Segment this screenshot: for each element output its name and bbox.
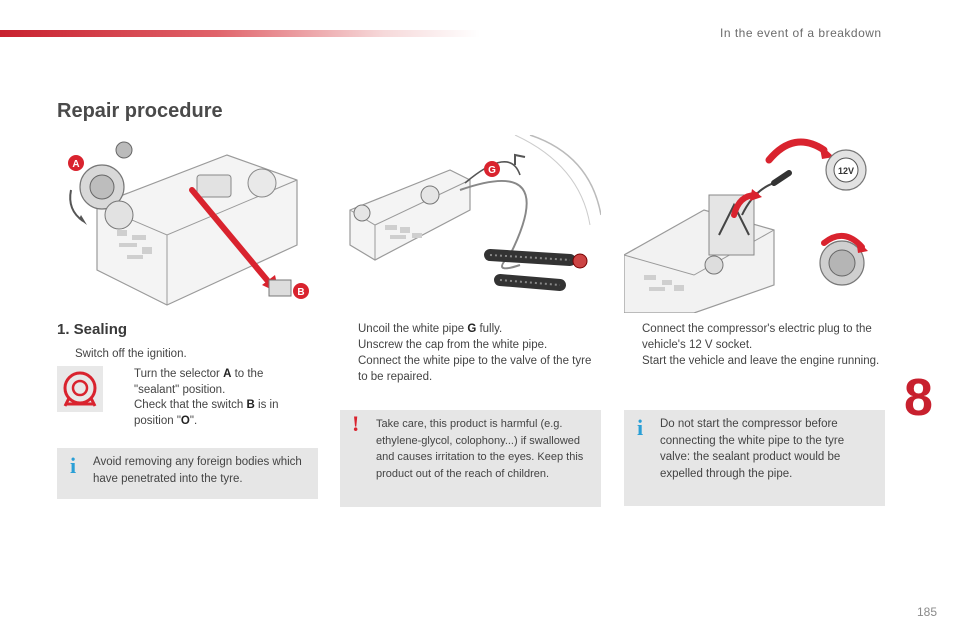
step-connect-plug: Connect the compressor's electric plug t… [642,323,872,351]
step-unscrew-cap: Unscrew the cap from the white pipe. [358,339,548,351]
page-title: Repair procedure [57,100,223,122]
step-start-vehicle: Start the vehicle and leave the engine r… [642,355,880,367]
step-connect-pipe: Connect the white pipe to the valve of t… [358,355,592,383]
illustration-compressor-selector: A B [57,135,317,313]
selector-position-icon [57,366,103,412]
info-box-foreign-bodies: i Avoid removing any foreign bodies whic… [57,448,318,499]
chapter-header-title: In the event of a breakdown [720,26,882,40]
warning-box-harmful-product: ! Take care, this product is harmful (e.… [340,410,601,507]
label-b: B [297,287,304,298]
info-text: Avoid removing any foreign bodies which … [93,456,302,485]
step-check-switch-b: Check that the switch B is in position "… [134,399,279,427]
warning-text: Take care, this product is harmful (e.g.… [376,418,584,480]
chapter-number: 8 [904,369,933,427]
info-text: Do not start the compressor before conne… [660,418,845,480]
page-number: 185 [917,605,938,619]
info-icon: i [70,453,77,478]
socket-label: 12V [838,166,854,176]
step-uncoil-pipe: Uncoil the white pipe G fully. [358,323,503,335]
illustration-white-pipe: G [340,135,601,313]
warning-icon: ! [352,411,360,436]
label-g: G [488,165,496,176]
section-title-sealing: 1. Sealing [57,321,128,338]
info-box-compressor: i Do not start the compressor before con… [624,410,885,506]
illustration-12v-socket: 12V [624,135,885,313]
step-turn-selector-a: Turn the selector A to the "sealant" pos… [134,368,264,396]
label-a: A [72,159,79,170]
info-icon: i [637,415,644,440]
header-accent-bar [0,30,480,37]
step-switch-off-ignition: Switch off the ignition. [75,348,187,360]
